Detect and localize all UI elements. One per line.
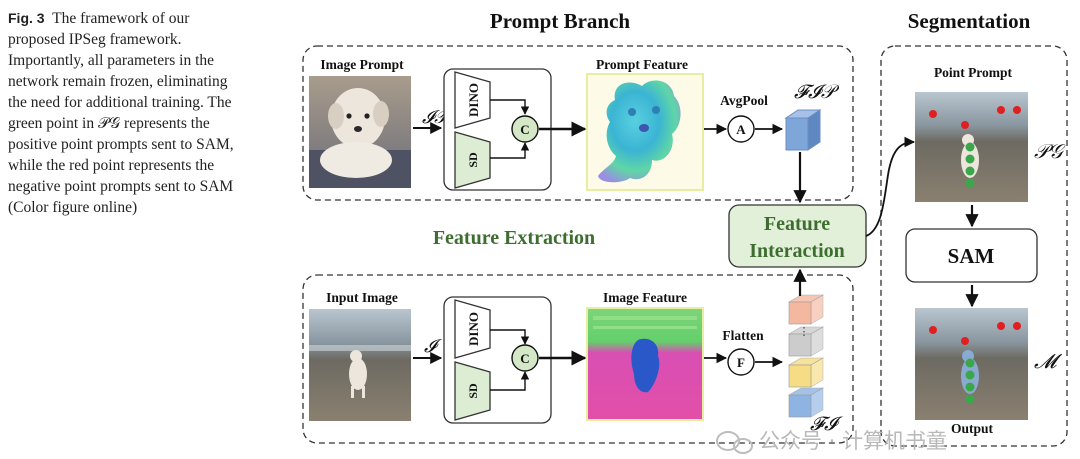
pg-symbol: 𝒫𝒢 [1034,141,1066,163]
prompt-feature-map [586,73,704,191]
image-feature-stack [787,294,825,418]
segmentation-title: Segmentation [908,9,1031,33]
sd-encoder-label-input: SD [466,383,480,399]
positive-point [965,358,975,368]
concat-op-label-prompt: C [520,122,529,137]
prompt-feature-vector [784,109,822,151]
negative-point [997,106,1005,114]
avgpool-op [727,115,755,143]
figure-caption: Fig. 3 The framework of our proposed IPS… [8,8,240,218]
image-feature-map [586,307,704,421]
concat-op-label-input: C [520,351,529,366]
positive-point [965,370,975,380]
point-prompt-label: Point Prompt [934,65,1013,80]
image-prompt-photo [309,76,411,188]
input-image-symbol: 𝓘 [424,336,442,356]
stack-ellipsis: ⋮ [799,325,810,338]
segmentation-panel [880,45,1068,447]
avgpool-label: AvgPool [720,93,768,108]
dino-encoder-label: DINO [466,83,481,117]
negative-point [1013,106,1021,114]
feature-extraction-label: Feature Extraction [433,227,595,249]
concat-op-prompt [511,115,539,143]
interaction-line2: Interaction [749,240,845,262]
prompt-encoder-block: DINO SD C [443,68,552,191]
sam-label: SAM [948,244,995,268]
wechat-icon [716,431,740,451]
sam-box [905,228,1038,283]
prompt-branch-title: Prompt Branch [490,9,631,33]
output-label: Output [951,421,994,436]
input-branch-panel [302,274,854,444]
image-feature-symbol: 𝓕𝓘 [810,414,843,435]
prompt-feature-symbol: 𝓕𝓘𝒫 [794,82,840,103]
negative-point [929,326,937,334]
concat-op-input [511,344,539,372]
output-points [929,322,1021,404]
flatten-label: Flatten [722,328,764,343]
avgpool-op-label: A [736,122,746,137]
positive-point [965,154,975,164]
positive-point [965,394,975,404]
feature-token-3 [787,357,825,388]
negative-point [997,322,1005,330]
feature-token-2 [787,326,825,357]
input-encoder-block: DINO SD C [443,296,552,424]
point-prompt-points [929,106,1021,188]
prompt-feature-label: Prompt Feature [596,57,688,72]
negative-point [1013,322,1021,330]
input-image-label: Input Image [326,290,398,305]
input-image-photo [309,309,411,421]
flatten-op [727,348,755,376]
dino-encoder-label-input: DINO [466,312,481,346]
positive-point [965,178,975,188]
image-feature-label: Image Feature [603,290,687,305]
arrow-interaction-to-point-prompt [865,136,916,237]
negative-point [961,337,969,345]
figure-label: Fig. 3 [8,10,45,26]
flatten-op-label: F [737,355,745,370]
interaction-line1: Feature [764,213,830,235]
sd-encoder-label: SD [466,152,480,168]
negative-point [929,110,937,118]
image-prompt-label: Image Prompt [320,57,404,72]
watermark-text: 公众号 · 计算机书童 [759,429,947,453]
prompt-branch-panel [302,45,854,201]
positive-point [965,142,975,152]
positive-point [965,166,975,176]
feature-token-4 [787,387,825,418]
negative-point [961,121,969,129]
feature-token-1 [787,294,825,325]
caption-text: The framework of our proposed IPSeg fram… [8,10,234,216]
m-symbol: 𝓜 [1034,351,1063,373]
watermark: 公众号 · 计算机书童 [716,429,947,454]
positive-point [965,382,975,392]
